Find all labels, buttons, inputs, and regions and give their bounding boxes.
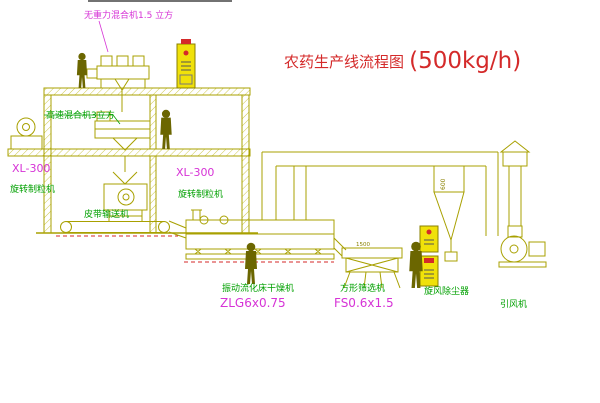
label-granulator-left-model: XL-300 [12, 162, 50, 175]
title-text: 农药生产线流程图 [284, 53, 404, 71]
label-fan-name: 引风机 [500, 298, 527, 310]
spring-supports [194, 248, 322, 255]
granulator-right [103, 171, 148, 221]
label-sieve-model: FS0.6x1.5 [334, 296, 394, 310]
control-cabinet-mid [419, 225, 439, 253]
leader-line-top-mixer [98, 20, 109, 53]
rain-cap [499, 140, 531, 153]
label-dryer-name: 振动流化床干燥机 [222, 282, 294, 294]
diagram-title: 农药生产线流程图 (500kg/h) [284, 48, 521, 74]
label-high-speed-mixer: 高速混合机3立方 [46, 109, 115, 121]
title-capacity: (500kg/h) [409, 48, 521, 74]
high-speed-mixer [94, 111, 151, 172]
red-indicator [424, 258, 434, 263]
label-sieve-name: 方形筛选机 [340, 282, 385, 294]
label-cyclone-name: 旋风除尘器 [424, 285, 469, 297]
control-cabinet-bottom [419, 255, 439, 287]
leader-line-high-speed-mixer [44, 114, 121, 125]
granulator-left [10, 117, 43, 150]
cyclone-separator [433, 165, 465, 262]
fan-motor [528, 241, 546, 257]
red-indicator-lamp [183, 50, 189, 56]
dim-cyclone-diameter: 600 [440, 178, 447, 190]
label-top-mixer: 无重力混合机1.5 立方 [84, 9, 173, 21]
label-granulator-left-name: 旋转制粒机 [10, 183, 55, 195]
control-cabinet-top [176, 39, 196, 89]
label-granulator-right-model: XL-300 [176, 166, 214, 179]
worker-figure [160, 109, 172, 149]
square-sieve [333, 237, 403, 289]
dim-sieve-length: 1500 [356, 242, 370, 248]
exhaust-duct [262, 151, 499, 236]
discharge-chute [333, 237, 347, 257]
exhaust-risers [261, 152, 307, 220]
red-indicator-lamp [426, 229, 432, 235]
top-mixer [86, 55, 150, 112]
red-indicator [181, 39, 191, 44]
induced-draft-fan [498, 225, 547, 268]
label-granulator-right-name: 旋转制粒机 [178, 188, 223, 200]
exhaust-stack [499, 140, 531, 226]
belt-conveyor [60, 221, 170, 233]
feed-chute [168, 220, 187, 239]
label-dryer-model: ZLG6x0.75 [220, 296, 286, 310]
worker-figure [76, 52, 88, 88]
fluid-bed-dryer [168, 152, 335, 260]
label-belt-conveyor: 皮带输送机 [84, 208, 129, 220]
building-structure [7, 87, 258, 234]
